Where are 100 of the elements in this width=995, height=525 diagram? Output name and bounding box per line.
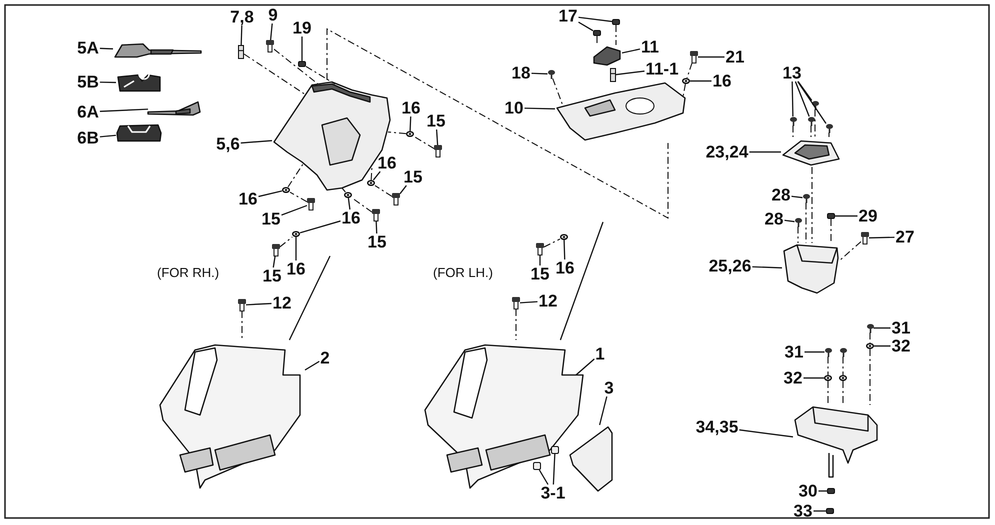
leader-line	[578, 22, 594, 32]
nut-drawing	[826, 508, 834, 514]
leader-line	[868, 236, 895, 238]
leader-line	[791, 196, 803, 198]
nut-drawing	[827, 488, 835, 494]
callout-number: 31	[890, 320, 912, 336]
bolt-drawing	[434, 145, 442, 157]
leader-line	[524, 108, 556, 110]
callout-number: 21	[724, 48, 746, 66]
plug-drawing	[551, 446, 559, 454]
leader-line	[372, 171, 381, 180]
leader-line	[874, 345, 890, 347]
center-line	[280, 236, 293, 248]
callout-number: 1	[594, 346, 606, 362]
callout-number: 16	[554, 260, 576, 276]
leader-line	[599, 396, 608, 426]
screw-drawing	[790, 116, 796, 126]
center-line	[814, 109, 816, 138]
washer-drawing	[292, 231, 300, 237]
center-line	[544, 238, 560, 248]
leader-line	[564, 240, 566, 260]
center-line	[388, 132, 406, 134]
leader-line	[835, 215, 858, 217]
nut-drawing	[298, 61, 306, 67]
callout-number: 30	[798, 482, 818, 500]
leader-line	[100, 108, 148, 112]
leader-line	[798, 81, 812, 101]
leader-line	[288, 256, 331, 340]
leader-line	[752, 266, 782, 268]
leader-line	[560, 222, 604, 340]
washer-drawing	[282, 187, 290, 193]
leader-line	[348, 198, 350, 210]
washer-drawing	[367, 180, 375, 186]
callout-number: 11-1	[644, 60, 680, 78]
callout-number: 15	[366, 234, 388, 250]
center-line	[342, 188, 346, 192]
leader-line	[300, 220, 341, 234]
washer-drawing	[682, 78, 690, 84]
leader-line	[804, 351, 824, 353]
nut-drawing	[612, 19, 620, 25]
callout-number: 12	[538, 292, 558, 310]
callout-number: 32	[890, 338, 912, 354]
mount-bracket-drawing	[793, 405, 879, 480]
leader-line	[100, 82, 116, 84]
washer-drawing	[406, 131, 414, 137]
callout-number: 10	[504, 100, 524, 116]
leader-line	[539, 255, 541, 266]
bolt-drawing	[272, 244, 280, 256]
note-text: (FOR LH.)	[433, 265, 493, 280]
center-line	[810, 125, 812, 138]
callout-number: 5A	[76, 40, 100, 56]
leader-line	[240, 140, 272, 144]
leader-line	[410, 116, 412, 132]
leader-line	[622, 48, 640, 54]
bolt-drawing	[536, 243, 544, 255]
leader-line	[240, 25, 242, 46]
callout-number: 16	[286, 260, 306, 278]
center-line	[414, 136, 434, 150]
decal-drawing	[116, 123, 162, 143]
leader-line	[749, 151, 781, 153]
center-line	[596, 36, 598, 46]
callout-number: 5,6	[215, 136, 241, 152]
storage-box-drawing	[782, 243, 840, 295]
center-line	[306, 66, 336, 84]
callout-number: 29	[858, 208, 878, 224]
callout-number: 15	[402, 168, 424, 186]
leader-line	[804, 377, 824, 379]
screw-drawing	[812, 100, 818, 110]
leader-line	[246, 302, 272, 306]
center-line	[682, 84, 686, 98]
center-line	[288, 164, 304, 188]
leader-line	[792, 81, 794, 117]
callout-number: 25,26	[708, 258, 752, 274]
center-line	[828, 132, 830, 138]
leader-line	[797, 81, 826, 124]
leader-line	[578, 16, 612, 22]
callout-number: 33	[792, 502, 814, 520]
screw-drawing	[866, 324, 874, 332]
bolt-drawing	[690, 51, 698, 63]
leader-line	[616, 70, 645, 76]
callout-number: 15	[260, 210, 282, 228]
center-line	[830, 218, 832, 244]
washer-drawing	[824, 375, 832, 381]
callout-number: 16	[376, 154, 398, 172]
plug-drawing	[533, 462, 541, 470]
bolt-drawing	[512, 297, 520, 309]
clip-drawing	[610, 68, 616, 82]
leader-line	[794, 81, 810, 117]
leader-line	[739, 429, 794, 438]
leader-line	[400, 185, 407, 194]
screw-drawing	[802, 194, 810, 202]
leader-line	[100, 134, 116, 138]
callout-number: 15	[426, 112, 446, 130]
leader-line	[538, 470, 549, 485]
callout-number: 16	[400, 100, 422, 116]
leader-line	[270, 23, 273, 40]
screw-drawing	[808, 116, 814, 126]
leader-line	[818, 490, 827, 492]
washer-drawing	[866, 343, 874, 349]
leader-line	[698, 56, 724, 58]
